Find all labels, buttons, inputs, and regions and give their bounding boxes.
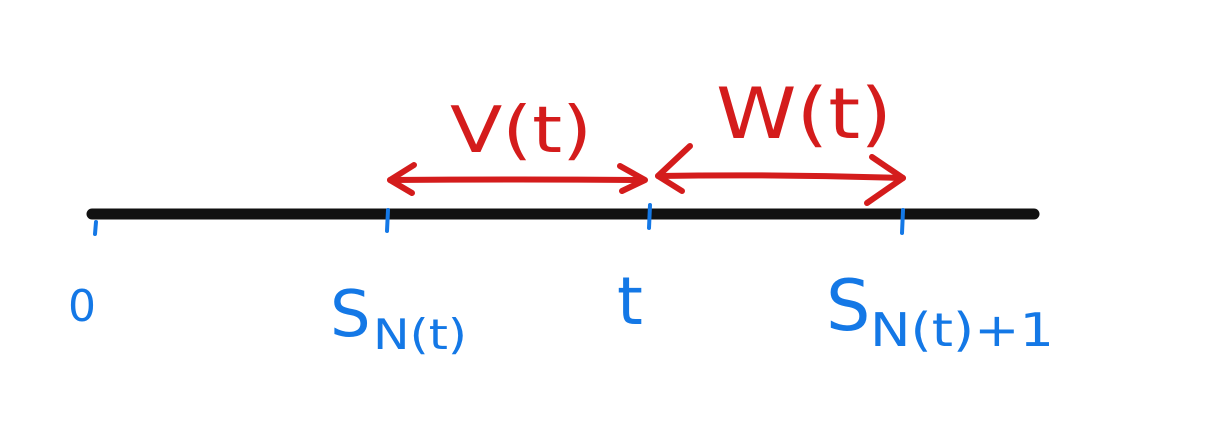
next-renewal-label-main: S	[826, 265, 870, 347]
origin-label: 0	[68, 281, 96, 332]
residual-interval-arrow	[655, 143, 906, 206]
age-label: V(t)	[450, 94, 592, 168]
current-time-label: t	[617, 263, 643, 340]
next-renewal-label-subscript: N(t)+1	[870, 303, 1054, 357]
tick-current-time	[647, 203, 652, 230]
last-renewal-label-subscript: N(t)	[373, 310, 467, 359]
residual-label: W(t)	[716, 73, 892, 155]
time-axis-line	[86, 207, 1040, 220]
tick-next-renewal	[900, 208, 905, 235]
tick-origin	[93, 220, 98, 236]
age-interval-arrow	[387, 162, 648, 196]
last-renewal-label-main: S	[330, 278, 371, 352]
tick-last-renewal	[385, 208, 390, 233]
